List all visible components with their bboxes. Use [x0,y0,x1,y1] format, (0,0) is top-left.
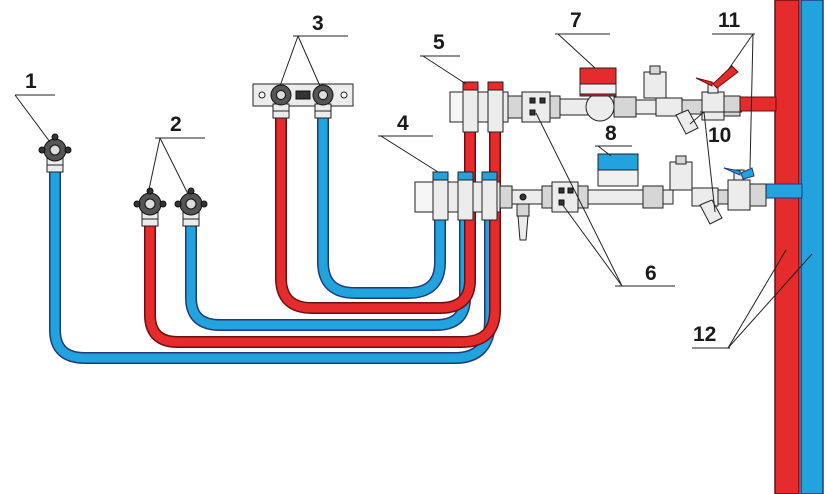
wall-plate-mixer-3 [252,83,354,119]
callout-labels: 1 2 3 4 5 6 7 8 10 11 12 [25,9,741,346]
hot-valve-handle [712,65,739,89]
riser-branches [737,96,803,199]
hose-to-mixer-2-cold [186,185,470,330]
cold-manifold-outlet-1 [432,175,449,221]
cold-manifold-outlet-3 [481,175,498,221]
label-6: 6 [645,262,657,285]
hot-manifold-outlet-1 [462,85,479,133]
label-2: 2 [170,113,182,136]
label-1: 1 [25,70,37,93]
label-11: 11 [718,9,741,32]
hose-to-mixer-3-cold [318,113,445,298]
cold-manifold-outlet-2 [457,175,474,221]
hot-strainer [675,109,699,135]
hose-to-mixer-3-hot [276,103,475,313]
leader-lines [14,33,813,349]
label-5: 5 [433,31,445,54]
mixer-1 [38,133,72,173]
label-12: 12 [693,323,716,346]
hot-hoses [144,102,501,348]
hot-riser-pipe [774,0,800,494]
label-10: 10 [708,124,731,147]
riser-pipes [774,0,824,494]
label-8: 8 [605,122,617,145]
cold-strainer [699,199,723,225]
mixer-2-hot-valve [133,187,167,227]
cold-meter-body [597,169,639,187]
hot-check-valve [521,91,551,123]
label-7: 7 [570,9,582,32]
cold-manifold [414,171,644,241]
mixer-2-cold-valve [174,187,208,227]
hot-manifold [449,81,593,133]
mixer-2 [133,187,208,227]
cold-pressure-regulator [669,161,693,191]
cold-line-fittings [597,153,767,225]
hot-meter-body [585,92,615,122]
cold-ball-valve [727,179,751,211]
label-3: 3 [312,12,324,35]
hose-to-mixer-2-hot [145,103,500,347]
hot-branch-pipe [737,96,777,112]
hot-ball-valve [701,91,725,121]
cold-hoses [49,112,496,364]
hot-manifold-outlet-2 [487,85,504,133]
hot-pressure-regulator [643,71,667,99]
cold-riser-pipe [800,0,824,494]
hot-line-fittings [579,65,741,135]
drain-valve [516,203,530,217]
cold-valve-handle [740,167,755,180]
cold-branch-pipe [763,183,803,199]
cold-check-valve [551,181,579,213]
label-4: 4 [397,112,409,135]
